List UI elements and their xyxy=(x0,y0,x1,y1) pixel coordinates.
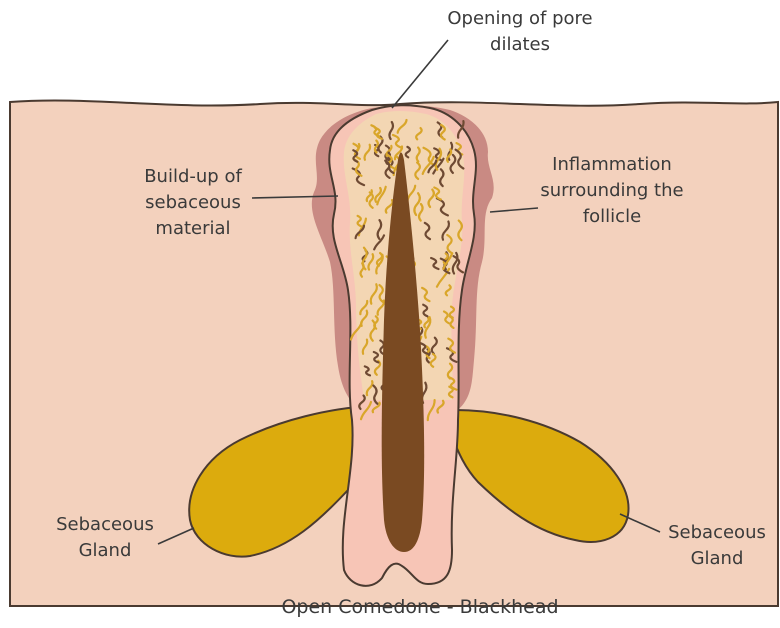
label-buildup-line2: sebaceous xyxy=(108,190,278,216)
label-gland-left-line1: Sebaceous xyxy=(40,512,170,538)
label-gland-right-line2: Gland xyxy=(654,546,780,572)
label-buildup-line1: Build-up of xyxy=(108,164,278,190)
label-buildup-line3: material xyxy=(108,216,278,242)
label-inflammation-line1: Inflammation xyxy=(512,152,712,178)
label-sebaceous-buildup: Build-up of sebaceous material xyxy=(108,164,278,242)
label-inflammation-line2: surrounding the xyxy=(512,178,712,204)
label-pore-line2: dilates xyxy=(425,32,615,58)
label-pore-line1: Opening of pore xyxy=(425,6,615,32)
label-gland-right-line1: Sebaceous xyxy=(654,520,780,546)
label-pore-opening: Opening of pore dilates xyxy=(425,6,615,58)
label-inflammation-line3: follicle xyxy=(512,204,712,230)
label-sebaceous-gland-left: Sebaceous Gland xyxy=(40,512,170,564)
label-gland-left-line2: Gland xyxy=(40,538,170,564)
label-sebaceous-gland-right: Sebaceous Gland xyxy=(654,520,780,572)
diagram-caption: Open Comedone - Blackhead xyxy=(230,594,610,620)
label-inflammation: Inflammation surrounding the follicle xyxy=(512,152,712,230)
